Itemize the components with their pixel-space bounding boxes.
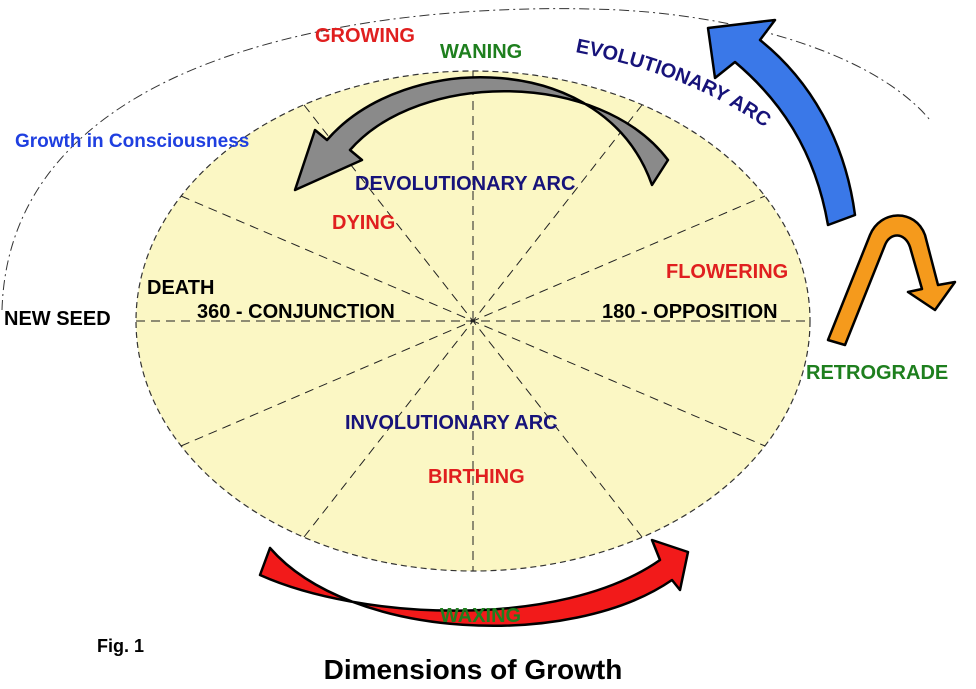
label-birthing: BIRTHING: [428, 466, 525, 488]
label-new-seed: NEW SEED: [4, 308, 111, 330]
label-involutionary-arc: INVOLUTIONARY ARC: [345, 412, 558, 434]
label-death: DEATH: [147, 277, 214, 299]
page-title: Dimensions of Growth: [324, 654, 623, 685]
label-devolutionary-arc: DEVOLUTIONARY ARC: [355, 173, 575, 195]
label-growth-in-consciousness: Growth in Consciousness: [15, 131, 249, 152]
orange-hook-arrow-down-icon: [826, 214, 957, 347]
blue-curved-arrow-up-icon: [706, 18, 857, 227]
label-conjunction: 360 - CONJUNCTION: [197, 301, 395, 323]
label-opposition: 180 - OPPOSITION: [602, 301, 778, 323]
label-dying: DYING: [332, 212, 395, 234]
label-waxing: WAXING: [440, 605, 521, 627]
label-growing: GROWING: [315, 25, 415, 47]
figure-label: Fig. 1: [97, 636, 144, 656]
label-waning: WANING: [440, 41, 522, 63]
outer-arc: [1, 8, 931, 311]
label-flowering: FLOWERING: [666, 261, 788, 283]
spokes: [136, 71, 810, 571]
label-retrograde: RETROGRADE: [806, 362, 948, 384]
red-curved-arrow-right-icon: [258, 538, 690, 627]
grey-curved-arrow-left-icon: [293, 76, 670, 192]
